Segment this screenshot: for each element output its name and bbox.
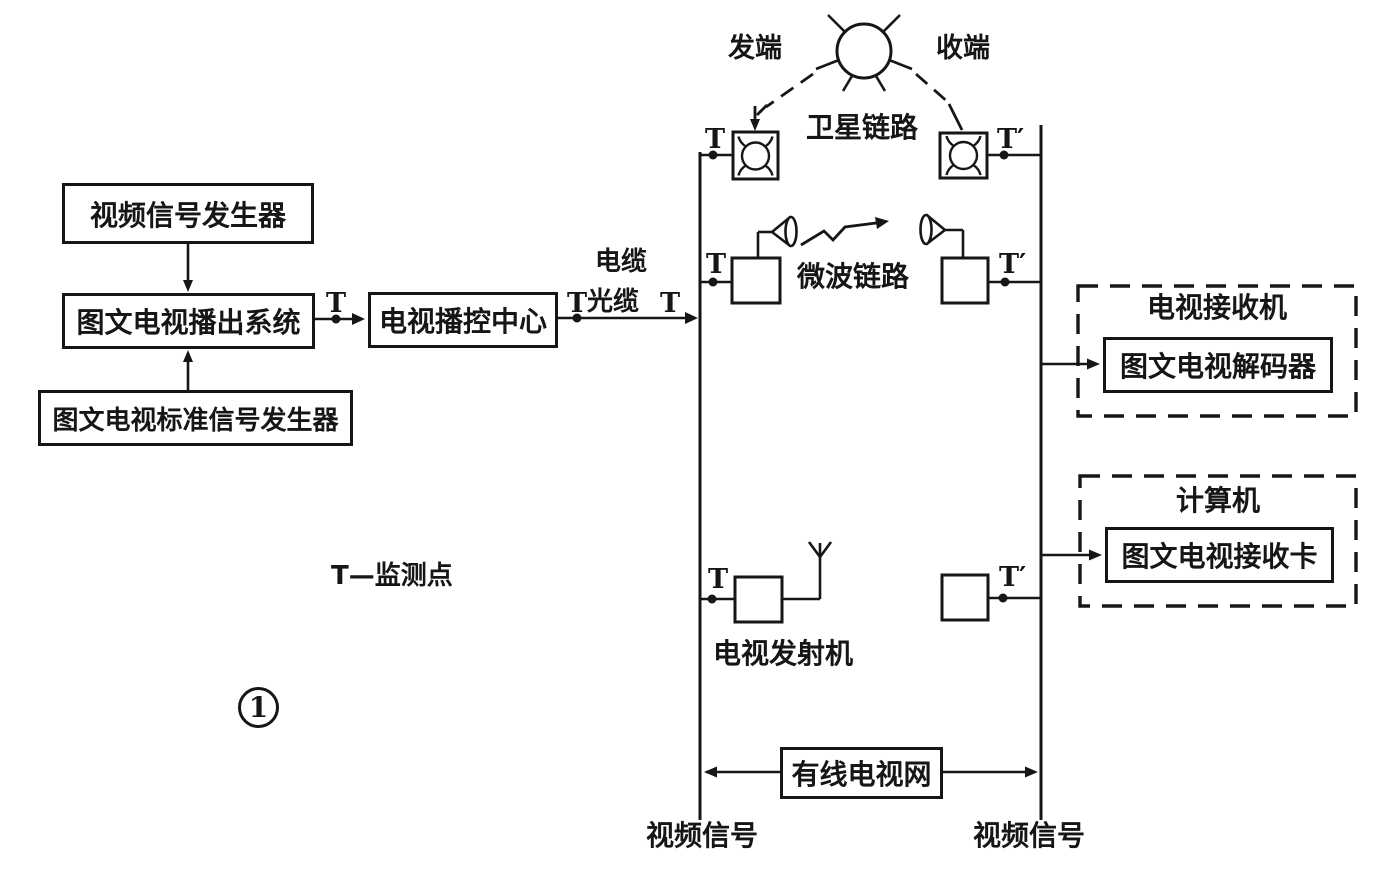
earth-station-dish-icon-right (938, 131, 989, 180)
cable-tv-network-box: 有线电视网 (780, 747, 943, 799)
teletext-decoder-box: 图文电视解码器 (1103, 337, 1333, 393)
figure-number-badge: 1 (238, 687, 279, 728)
satellite-icon (815, 14, 913, 92)
zigzag-wave-arrow-icon (800, 220, 885, 247)
t-prime-mark-microwave-right: T′ (999, 249, 1027, 280)
optical-cable-label: 光缆 (587, 287, 640, 317)
video-signal-label-left: 视频信号 (646, 819, 759, 852)
microwave-relay-right (919, 213, 990, 305)
video-signal-label-right: 视频信号 (973, 819, 1086, 852)
t-mark-microwave-left: T (706, 249, 727, 280)
cable-label: 电缆 (595, 247, 648, 277)
t-mark-transmitter-left: T (708, 564, 729, 595)
t-prime-mark-satellite-right: T′ (997, 124, 1025, 155)
receive-end-label: 收端 (936, 33, 990, 64)
video-signal-generator-box: 视频信号发生器 (62, 183, 314, 244)
connector-lines (186, 125, 1096, 820)
earth-station-dish-icon-left (731, 130, 780, 181)
rf-receiver-box (940, 573, 990, 622)
monitor-point-dots (331, 150, 1010, 604)
teletext-broadcast-system-box: 图文电视播出系统 (62, 293, 315, 349)
cable-tv-network-label: 有线电视网 (791, 758, 932, 791)
satellite-link-label: 卫星链路 (806, 111, 919, 144)
tv-receiver-dashed-box (1076, 284, 1358, 418)
computer-title: 计算机 (1175, 484, 1260, 517)
tv-transmitter-label: 电视发射机 (713, 637, 854, 670)
t-prime-mark-receiver-right: T′ (999, 562, 1027, 593)
teletext-standard-signal-generator-label: 图文电视标准信号发生器 (52, 405, 339, 436)
horn-antenna-icon-left (756, 215, 798, 258)
horn-antenna-icon-right (919, 213, 965, 258)
computer-dashed-box (1078, 474, 1358, 608)
teletext-decoder-label: 图文电视解码器 (1119, 350, 1316, 383)
transmit-end-label: 发端 (728, 33, 782, 64)
microwave-relay-left (730, 215, 798, 305)
t-monitor-legend: T—监测点 (331, 561, 453, 591)
tv-transmitter-box (733, 541, 833, 624)
t-mark-satellite-left: T (705, 124, 726, 155)
teletext-broadcast-system-label: 图文电视播出系统 (76, 306, 301, 339)
teletext-standard-signal-generator-box: 图文电视标准信号发生器 (38, 390, 353, 446)
video-signal-generator-label: 视频信号发生器 (89, 198, 286, 232)
tv-receiver-title: 电视接收机 (1146, 291, 1287, 324)
t-mark-after-control-center: T (567, 288, 588, 319)
t-mark-after-broadcast-system: T (326, 288, 347, 319)
microwave-link-label: 微波链路 (797, 260, 910, 293)
tv-control-center-label: 电视播控中心 (378, 305, 547, 338)
t-mark-before-bus: T (660, 288, 681, 319)
teletext-receiver-card-box: 图文电视接收卡 (1105, 527, 1334, 583)
y-antenna-icon (782, 541, 833, 601)
teletext-receiver-card-label: 图文电视接收卡 (1121, 540, 1318, 573)
figure-number: 1 (248, 691, 269, 724)
arrowheads (183, 119, 1102, 778)
satellite-dashed-links (753, 72, 964, 131)
tv-control-center-box: 电视播控中心 (368, 292, 558, 348)
